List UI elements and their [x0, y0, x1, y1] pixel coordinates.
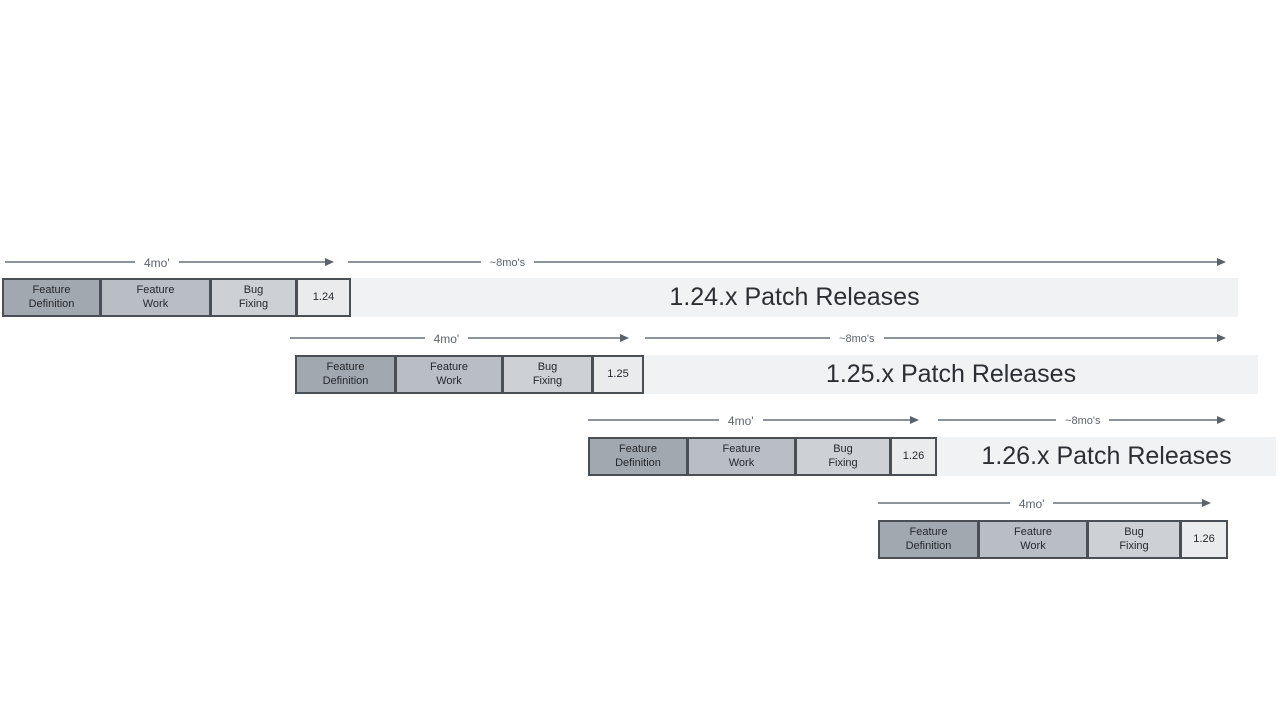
patch-duration-arrow-2: ~8mo's [645, 329, 1226, 347]
phase-bug-fixing-3: Bug Fixing [795, 437, 891, 476]
arrow-line [878, 502, 1010, 504]
phase-bug-fixing-2: Bug Fixing [502, 355, 593, 394]
arrow-head-icon [468, 334, 629, 342]
arrow-head-icon [178, 258, 335, 266]
version-box-2: 1.25 [592, 355, 644, 394]
phase-feature-work-1: Feature Work [100, 278, 211, 317]
patch-duration-label: ~8mo's [839, 333, 875, 345]
arrow-line [290, 337, 425, 339]
cycle-duration-arrow-4: 4mo' [878, 494, 1211, 512]
arrow-line [348, 261, 481, 263]
patch-duration-arrow-1: ~8mo's [348, 253, 1226, 271]
cycle-duration-arrow-2: 4mo' [290, 329, 629, 347]
phase-feature-definition-4: Feature Definition [878, 520, 979, 559]
patch-releases-bar-3: 1.26.x Patch Releases [937, 437, 1276, 476]
phase-feature-definition-1: Feature Definition [2, 278, 101, 317]
arrow-head-icon [1109, 416, 1226, 424]
cycle-duration-label: 4mo' [1018, 497, 1045, 511]
version-box-4: 1.26 [1180, 520, 1228, 559]
phase-feature-work-4: Feature Work [978, 520, 1088, 559]
arrow-line [5, 261, 135, 263]
arrow-line [588, 419, 719, 421]
arrow-head-icon [883, 334, 1226, 342]
arrow-line [645, 337, 831, 339]
phase-feature-work-2: Feature Work [395, 355, 503, 394]
phase-feature-definition-3: Feature Definition [588, 437, 688, 476]
arrow-head-icon [762, 416, 920, 424]
arrow-line [938, 419, 1057, 421]
cycle-duration-arrow-3: 4mo' [588, 411, 920, 429]
arrow-head-icon [1053, 499, 1211, 507]
patch-releases-bar-2: 1.25.x Patch Releases [644, 355, 1258, 394]
phase-feature-definition-2: Feature Definition [295, 355, 396, 394]
phase-bug-fixing-1: Bug Fixing [210, 278, 297, 317]
cycle-duration-label: 4mo' [727, 414, 754, 428]
patch-releases-bar-1: 1.24.x Patch Releases [351, 278, 1238, 317]
phase-bug-fixing-4: Bug Fixing [1087, 520, 1181, 559]
version-box-1: 1.24 [296, 278, 351, 317]
patch-duration-arrow-3: ~8mo's [938, 411, 1226, 429]
phase-feature-work-3: Feature Work [687, 437, 796, 476]
cycle-duration-label: 4mo' [143, 256, 170, 270]
arrow-head-icon [534, 258, 1226, 266]
patch-duration-label: ~8mo's [1065, 415, 1101, 427]
version-box-3: 1.26 [890, 437, 937, 476]
patch-duration-label: ~8mo's [489, 257, 526, 269]
cycle-duration-arrow-1: 4mo' [5, 253, 335, 271]
cycle-duration-label: 4mo' [433, 332, 460, 346]
